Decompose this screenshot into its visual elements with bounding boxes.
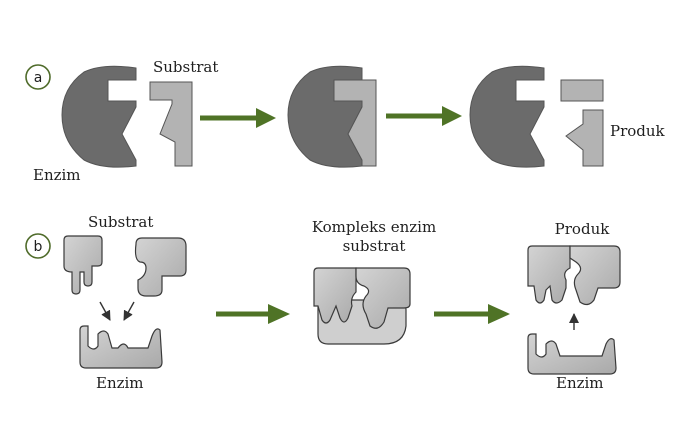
arrow-small-right: [123, 301, 135, 321]
product-label-a: Produk: [610, 122, 666, 140]
marker-a-label: a: [34, 70, 43, 86]
substrate-organic-left: [63, 235, 103, 295]
substrate-shape-1: [149, 81, 193, 167]
complex-substrate-right: [355, 267, 411, 329]
product-piece-top: [560, 79, 604, 102]
substrate-in-complex: [333, 79, 377, 167]
row-b: b Substrat Enzim Kompleks enzim substrat…: [25, 213, 621, 392]
complex-label-line2: substrat: [343, 237, 406, 255]
arrow-a-1: [200, 108, 276, 128]
arrow-b-2: [434, 304, 510, 324]
enzyme-label-a: Enzim: [33, 166, 81, 184]
marker-b-circle: [25, 233, 51, 259]
enzyme-organic-left: [79, 325, 163, 369]
complex-substrate-left: [313, 267, 357, 324]
substrate-organic-right: [134, 237, 187, 297]
marker-b-label: b: [34, 239, 43, 255]
row-a: a Substrat Enzim Produk: [25, 58, 666, 184]
product-organic-left: [527, 245, 571, 304]
enzyme-shape-3: [469, 65, 545, 168]
enzyme-label-b: Enzim: [96, 374, 144, 392]
arrow-b-1: [216, 304, 290, 324]
enzyme-shape-1: [61, 65, 137, 168]
enzyme-organic-right: [527, 333, 617, 375]
product-label-b: Produk: [555, 220, 611, 238]
substrate-label-a: Substrat: [153, 58, 218, 76]
complex-label-line1: Kompleks enzim: [312, 218, 436, 236]
arrow-a-2: [386, 106, 462, 126]
enzyme-label-b-right: Enzim: [556, 374, 604, 392]
product-organic-right: [569, 245, 621, 306]
marker-a-circle: [25, 64, 51, 90]
product-piece-bottom: [565, 109, 604, 167]
arrow-small-left: [99, 301, 111, 321]
substrate-label-b: Substrat: [88, 213, 153, 231]
